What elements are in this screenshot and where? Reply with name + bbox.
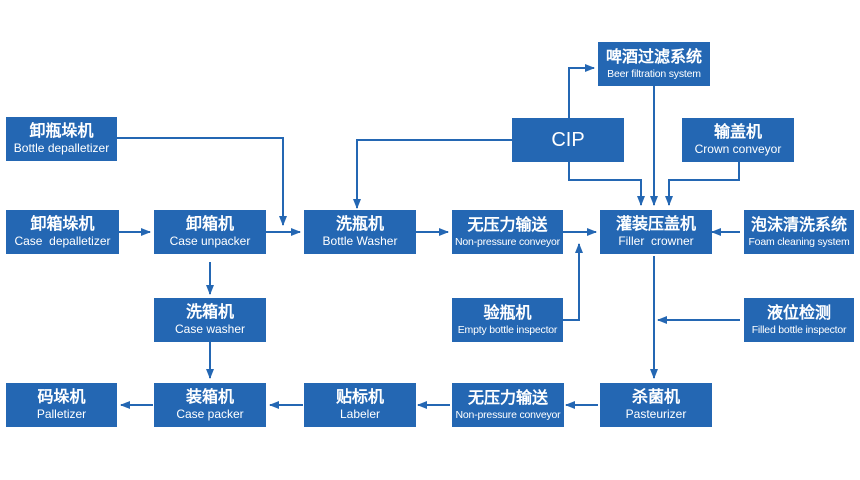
connector-arrows	[117, 64, 740, 409]
node-en-label: Crown conveyor	[694, 141, 782, 156]
node-en-label: Empty bottle inspector	[457, 323, 558, 336]
node-zh-label: 验瓶机	[483, 303, 532, 323]
node-palletizer: 码垛机 Palletizer	[6, 383, 117, 427]
arrow-bottle-depalletizer-to-washer	[117, 137, 287, 226]
node-foam-cleaning: 泡沫清洗系统 Foam cleaning system	[744, 210, 854, 254]
node-pasteurizer: 杀菌机 Pasteurizer	[600, 383, 712, 427]
node-zh-label: 无压力输送	[467, 215, 548, 235]
node-zh-label: 灌装压盖机	[615, 214, 696, 234]
node-en-label: Pasteurizer	[625, 406, 687, 421]
node-en-label: Labeler	[339, 406, 381, 421]
node-zh-label: 无压力输送	[467, 388, 548, 408]
node-labeler: 贴标机 Labeler	[304, 383, 416, 427]
node-case-washer: 洗箱机 Case washer	[154, 298, 266, 342]
node-filler-crowner: 灌装压盖机 Filler crowner	[600, 210, 712, 254]
node-en-label: Beer filtration system	[607, 67, 701, 80]
node-conveyor-top: 无压力输送 Non-pressure conveyor	[452, 210, 563, 254]
node-en-label: Non-pressure conveyor	[455, 408, 561, 421]
node-en-label: Non-pressure conveyor	[455, 235, 560, 248]
node-filled-bottle-inspector: 液位检测 Filled bottle inspector	[744, 298, 854, 342]
node-case-unpacker: 卸箱机 Case unpacker	[154, 210, 266, 254]
node-label: CIP	[551, 128, 585, 151]
arrow-cip-to-filtration	[568, 64, 595, 118]
node-zh-label: 洗瓶机	[335, 214, 384, 234]
node-empty-bottle-inspector: 验瓶机 Empty bottle inspector	[452, 298, 563, 342]
node-en-label: Palletizer	[36, 406, 87, 421]
node-zh-label: 卸箱机	[185, 214, 234, 234]
arrow-inspector-to-conveyor	[563, 243, 583, 321]
arrow-cip-to-bottle-washer	[353, 139, 512, 209]
node-zh-label: 液位检测	[766, 303, 831, 323]
node-en-label: Filler crowner	[618, 233, 694, 248]
node-cip: CIP	[512, 118, 624, 162]
node-en-label: Foam cleaning system	[748, 235, 850, 248]
node-case-packer: 装箱机 Case packer	[154, 383, 266, 427]
arrow-crown-to-filler	[665, 162, 740, 206]
node-beer-filtration: 啤酒过滤系统 Beer filtration system	[598, 42, 710, 86]
arrow-cip-to-filler	[568, 162, 645, 206]
node-zh-label: 泡沫清洗系统	[750, 215, 847, 235]
node-zh-label: 卸瓶垛机	[29, 121, 94, 141]
node-zh-label: 洗箱机	[185, 302, 234, 322]
node-bottle-washer: 洗瓶机 Bottle Washer	[304, 210, 416, 254]
node-zh-label: 杀菌机	[631, 387, 680, 407]
node-zh-label: 码垛机	[37, 387, 86, 407]
node-en-label: Bottle depalletizer	[13, 140, 110, 155]
node-zh-label: 装箱机	[185, 387, 234, 407]
node-en-label: Case washer	[174, 321, 246, 336]
node-zh-label: 输盖机	[713, 122, 762, 142]
node-crown-conveyor: 输盖机 Crown conveyor	[682, 118, 794, 162]
node-en-label: Filled bottle inspector	[751, 323, 847, 336]
node-zh-label: 卸箱垛机	[30, 214, 95, 234]
node-en-label: Bottle Washer	[322, 233, 398, 248]
node-en-label: Case unpacker	[169, 233, 251, 248]
node-case-depalletizer: 卸箱垛机 Case depalletizer	[6, 210, 119, 254]
node-zh-label: 贴标机	[335, 387, 384, 407]
node-conveyor-bottom: 无压力输送 Non-pressure conveyor	[452, 383, 564, 427]
node-en-label: Case depalletizer	[14, 233, 111, 248]
node-zh-label: 啤酒过滤系统	[605, 47, 702, 67]
node-bottle-depalletizer: 卸瓶垛机 Bottle depalletizer	[6, 117, 117, 161]
node-en-label: Case packer	[176, 406, 244, 421]
